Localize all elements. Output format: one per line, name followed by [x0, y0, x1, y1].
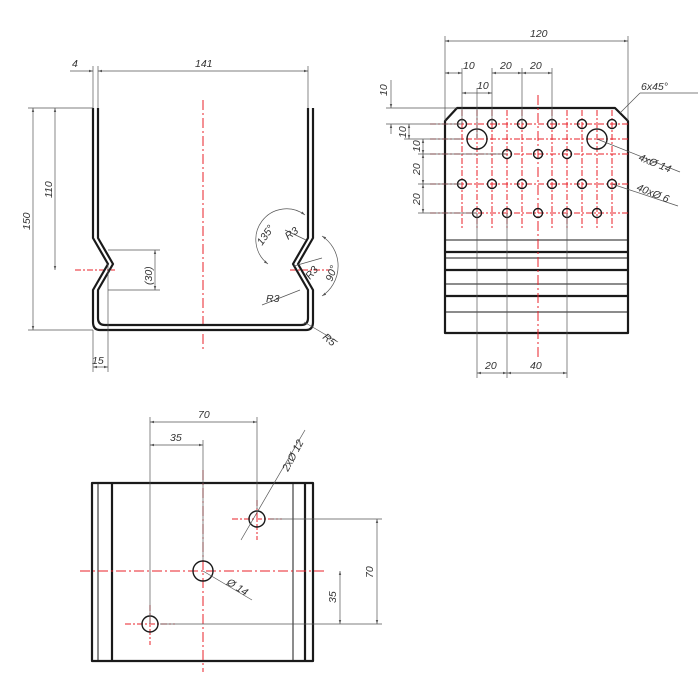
hole-6 — [532, 207, 544, 219]
dim-35-h: 35 — [170, 432, 182, 444]
hole-6 — [606, 178, 618, 190]
dim-70-v: 70 — [364, 566, 376, 578]
dim-150: 150 — [21, 212, 33, 230]
hole-6 — [546, 178, 558, 190]
dim-4: 4 — [72, 58, 78, 70]
hole-6 — [606, 118, 618, 130]
hole-centerlines — [430, 95, 630, 360]
u-profile-inner — [96, 108, 310, 327]
callout-d14: Ø 14 — [224, 576, 251, 599]
dim-15: 15 — [92, 355, 104, 367]
dim-141: 141 — [195, 58, 213, 70]
dim-20-v1: 20 — [411, 163, 423, 176]
dim-10-h2: 10 — [477, 80, 489, 92]
dim-10-v3: 10 — [411, 140, 423, 152]
angle-90: 90° — [324, 264, 341, 283]
base-hole-12-upper — [248, 510, 266, 528]
hole-6 — [516, 178, 528, 190]
hole-14-right — [586, 128, 608, 150]
hole-6 — [486, 178, 498, 190]
small-holes — [456, 118, 618, 219]
hole-6 — [532, 148, 544, 160]
dim-20-h2: 20 — [529, 60, 542, 72]
bottom-view: 70 35 2xØ 12 Ø 14 70 35 — [80, 409, 382, 672]
dim-35-v: 35 — [327, 591, 339, 603]
callout-4x-d14: 4xØ 14 — [637, 152, 673, 176]
dim-120: 120 — [530, 28, 548, 40]
dim-20-h1: 20 — [499, 60, 512, 72]
dim-40-bottom: 40 — [530, 360, 542, 372]
dim-20-v2: 20 — [411, 193, 423, 206]
hole-6 — [591, 207, 603, 219]
radius-r3-lower: R3 — [266, 293, 280, 305]
front-view: 4 141 150 110 (30) 15 135° 90° R3 R3 R3 — [21, 58, 340, 372]
dim-10-h1: 10 — [463, 60, 475, 72]
hole-6 — [576, 118, 588, 130]
hole-6 — [561, 148, 573, 160]
dim-10-v2: 10 — [397, 126, 409, 138]
callout-40x-d6: 40xØ 6 — [635, 182, 671, 206]
u-profile-outer — [91, 108, 315, 332]
side-view: 120 10 20 20 10 6x45° 10 10 10 2 — [378, 28, 698, 378]
base-hole-14-center — [192, 560, 214, 582]
dim-110: 110 — [43, 181, 55, 198]
angle-135: 135° — [255, 223, 277, 248]
dim-30-ref: (30) — [143, 266, 155, 285]
side-plate-outline — [443, 106, 630, 335]
dim-70-h: 70 — [198, 409, 210, 421]
hole-6 — [576, 178, 588, 190]
dim-10-v1: 10 — [378, 84, 390, 96]
radius-r5: R5 — [320, 331, 338, 349]
dim-20-bottom: 20 — [484, 360, 497, 372]
chamfer-label: 6x45° — [641, 81, 668, 93]
radius-r3-upper: R3 — [283, 225, 301, 243]
callout-2x-d12: 2xØ 12 — [280, 438, 307, 475]
